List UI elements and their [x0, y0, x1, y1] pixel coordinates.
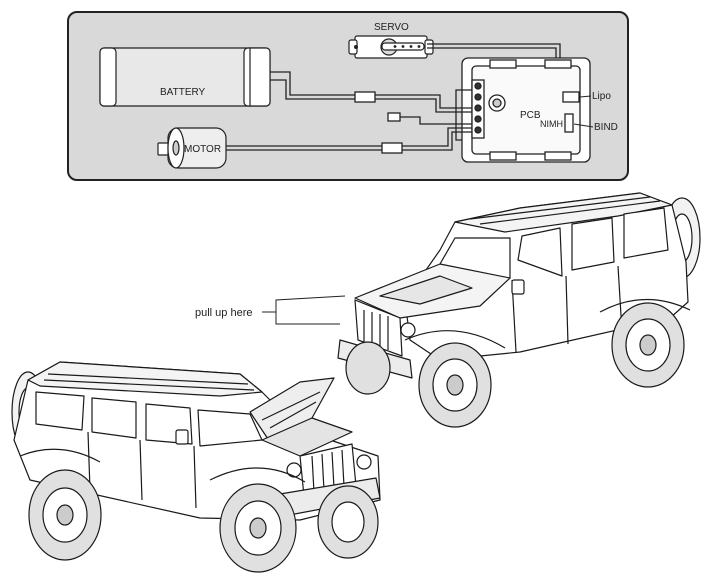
motor — [157, 127, 227, 169]
far-front-wheel-open — [317, 485, 379, 559]
front-wheel-closed — [418, 342, 492, 428]
esc-receiver — [461, 57, 591, 163]
bind-label: BIND — [594, 122, 618, 133]
front-wheel-open — [219, 483, 297, 573]
lipo-label: Lipo — [592, 91, 611, 102]
lipo-pointer — [579, 95, 592, 98]
vehicle-hood-closed — [337, 192, 701, 428]
nimh-label: NIMH — [540, 119, 563, 129]
wires — [226, 43, 561, 154]
vehicle-hood-open — [11, 361, 381, 573]
servo-label: SERVO — [374, 22, 409, 33]
pcb-label: PCB — [520, 110, 541, 121]
servo — [348, 35, 434, 59]
motor-label: MOTOR — [184, 144, 221, 155]
pull-up-callout-line-lower — [275, 312, 340, 325]
pull-up-callout-line — [262, 295, 346, 313]
rear-wheel-closed — [611, 302, 685, 388]
rear-wheel-open — [28, 469, 102, 561]
battery-label: BATTERY — [160, 87, 206, 98]
far-front-wheel-closed — [345, 341, 391, 395]
battery — [99, 47, 271, 107]
pull-up-here-label: pull up here — [195, 307, 253, 319]
bind-pointer — [573, 123, 594, 128]
wiring-diagram: SERVO BATTERY MOTOR — [67, 11, 629, 181]
